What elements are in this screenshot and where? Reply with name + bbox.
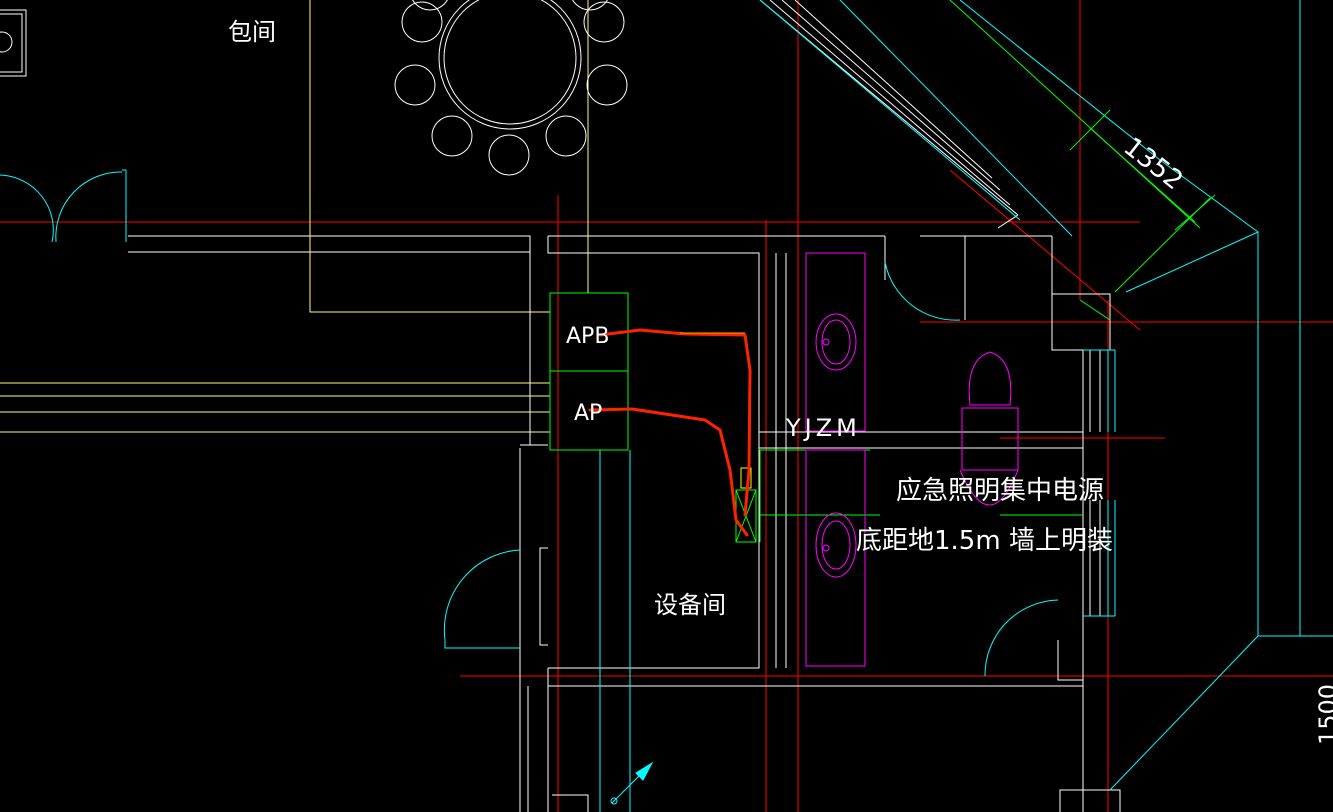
green-lines — [549, 0, 1216, 543]
device-code-label: YJZM — [785, 414, 861, 442]
fixture-icon — [0, 9, 27, 77]
room-label-equipment: 设备间 — [654, 591, 726, 619]
dimension-label-1500: 1500 — [1314, 684, 1333, 745]
round-table-icon — [394, 0, 628, 176]
walls — [128, 0, 1121, 812]
note-line-2: 底距地1.5m 墙上明装 — [856, 526, 1113, 556]
yellow-lines — [0, 0, 589, 433]
panel-label-apb: APB — [566, 324, 609, 349]
note-line-1: 应急照明集中电源 — [896, 476, 1104, 506]
wiring — [588, 328, 752, 537]
dimension-label-1352: 1352 — [1118, 132, 1189, 196]
plumbing-fixtures — [805, 252, 1019, 667]
panel-label-ap: AP — [574, 401, 602, 426]
north-arrow-icon — [610, 761, 654, 805]
room-label-private: 包间 — [228, 18, 276, 46]
